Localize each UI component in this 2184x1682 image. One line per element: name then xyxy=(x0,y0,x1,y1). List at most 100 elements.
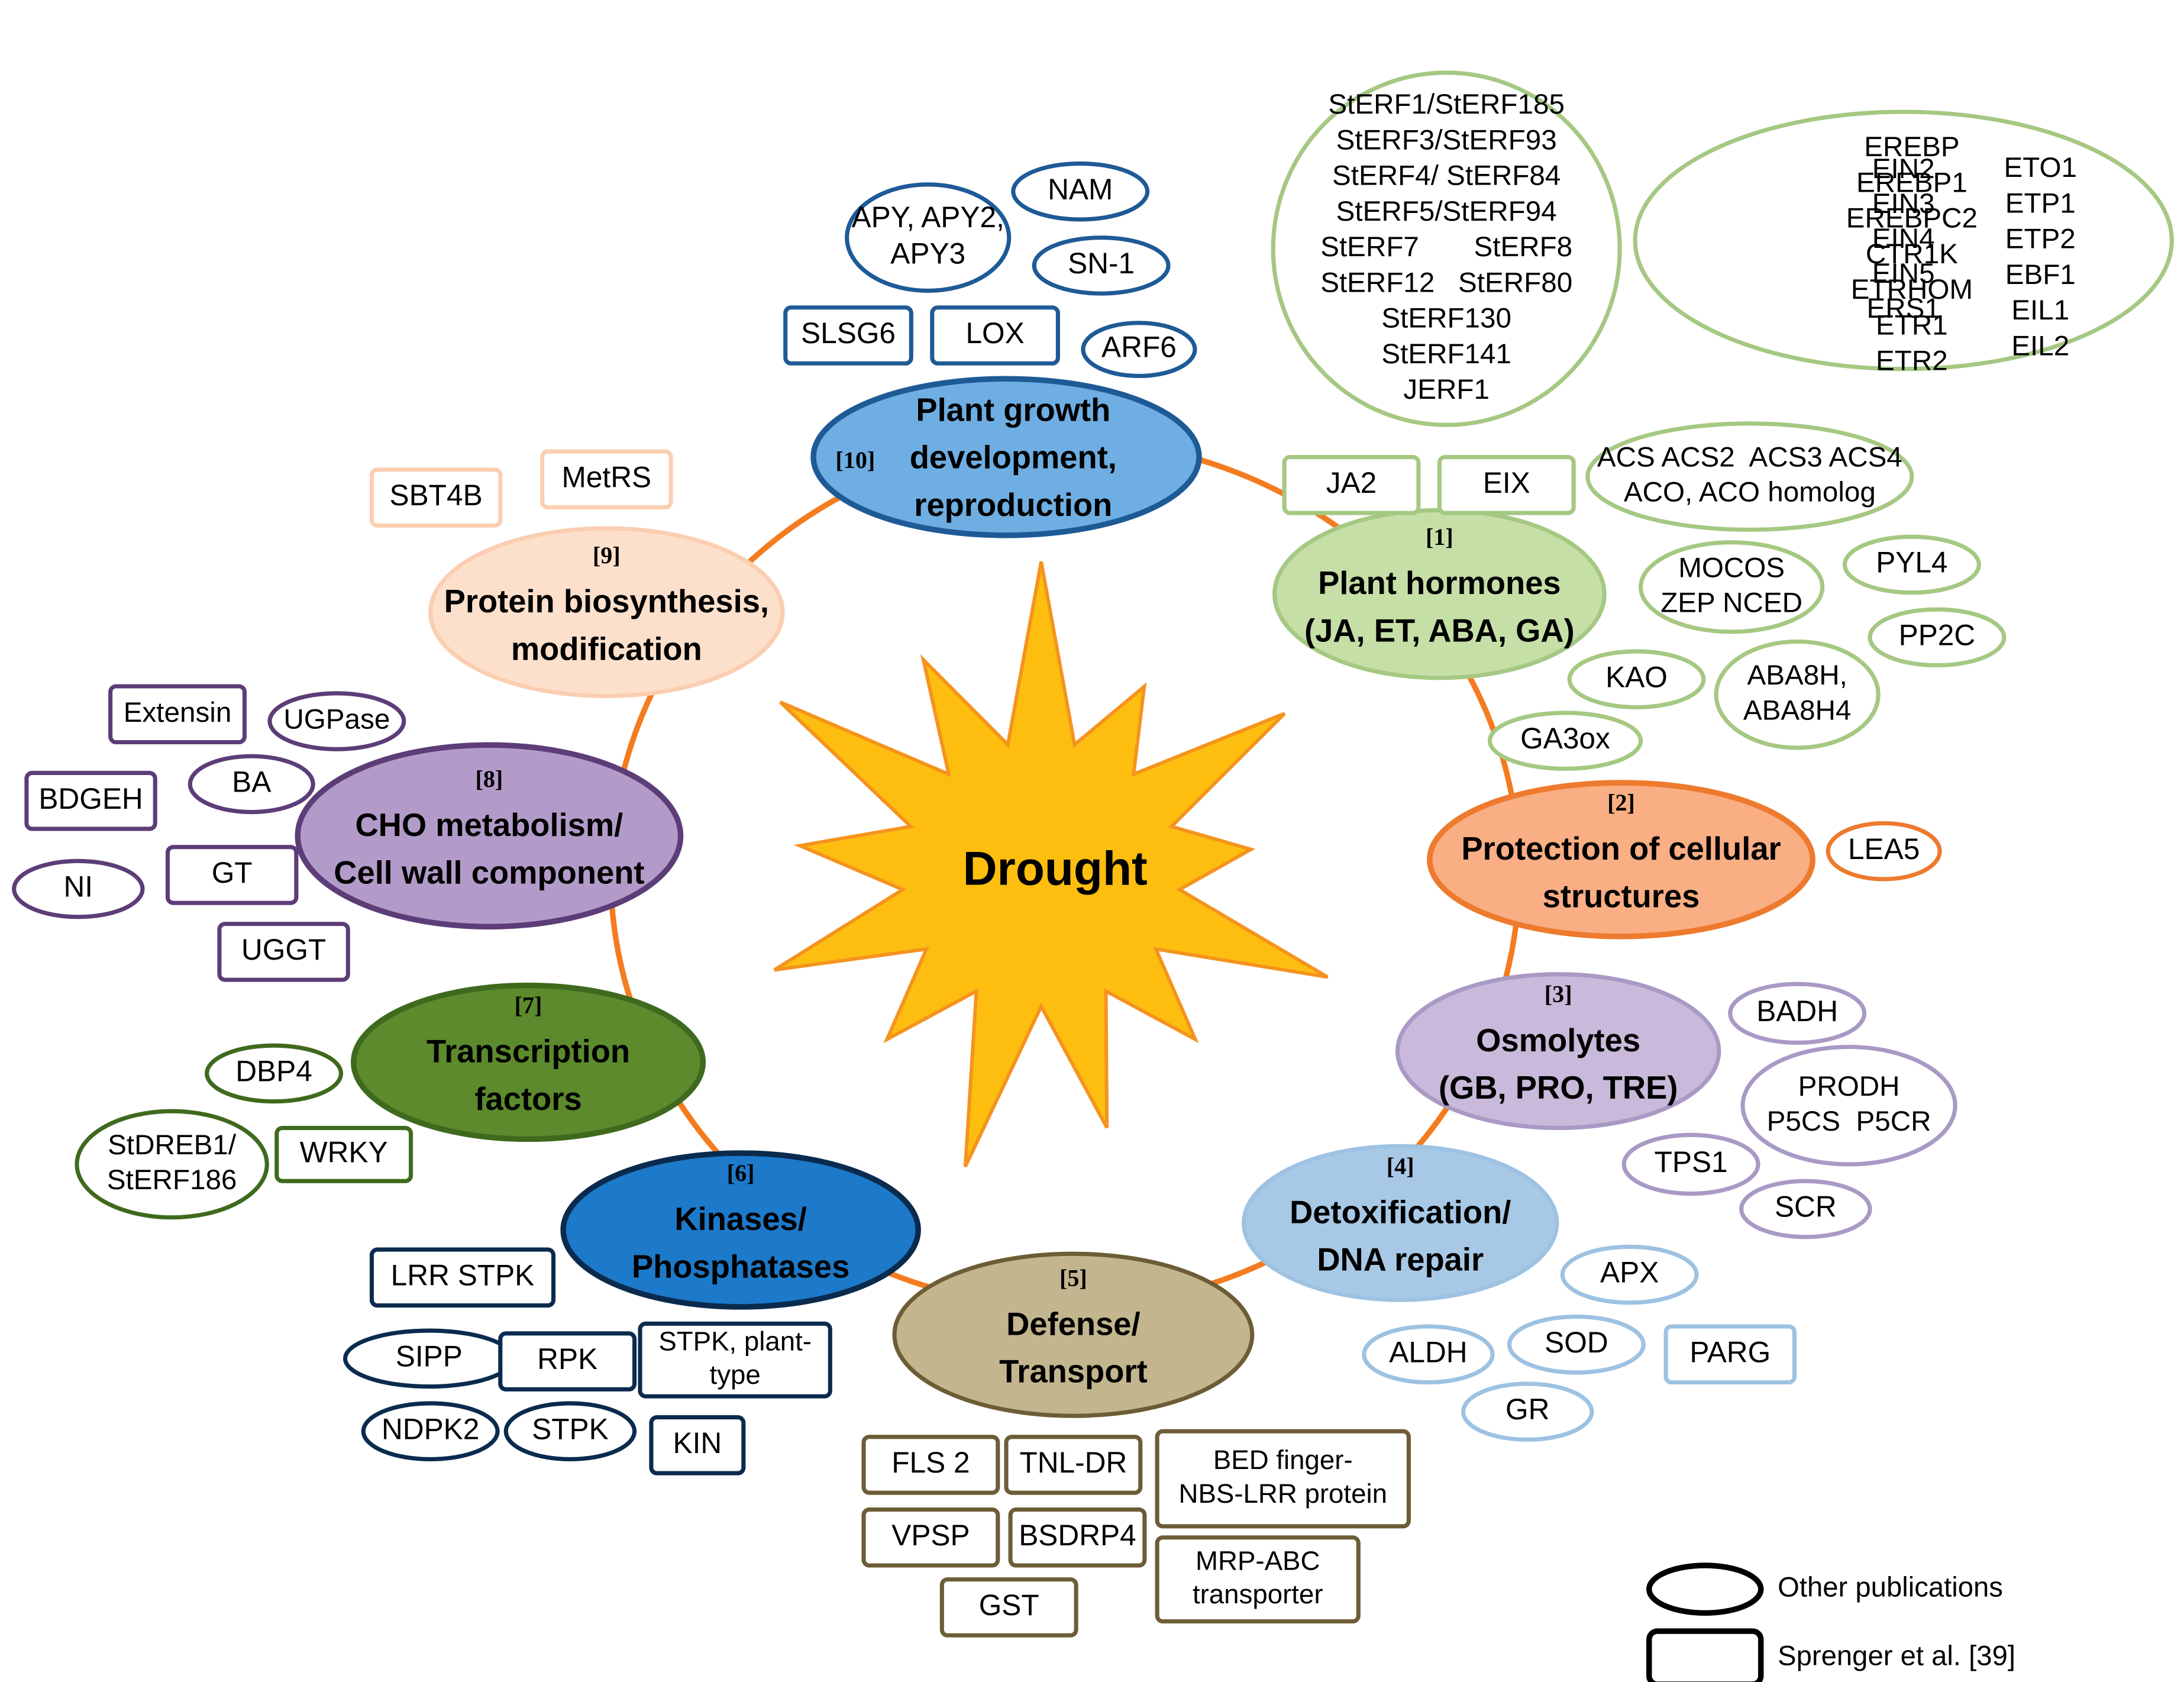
node-text-line: LOX xyxy=(965,317,1024,350)
gene-arf6: ARF6 xyxy=(1081,321,1197,379)
gene-ellipse xyxy=(503,1401,637,1461)
node-text-line: development, xyxy=(910,440,1117,476)
gene-ba: BA xyxy=(188,754,315,815)
gene-lrr-stpk: LRR STPK xyxy=(369,1247,556,1308)
node-text-line: StERF186 xyxy=(107,1164,237,1196)
gene-box xyxy=(930,305,1060,366)
legend-label: Sprenger et al. [39] xyxy=(1778,1640,2015,1671)
gene-uggt: UGGT xyxy=(217,922,350,982)
node-text-line: structures xyxy=(1543,878,1700,914)
node-text-line: MetRS xyxy=(562,460,652,493)
node-text-line: STPK xyxy=(532,1412,609,1445)
gene-slsg6: SLSG6 xyxy=(783,305,913,366)
gene-box xyxy=(108,684,247,745)
node-text-line: StERF3/StERF93 xyxy=(1336,124,1557,156)
node-text-line: Protection of cellular xyxy=(1461,831,1781,867)
gene-ellipse xyxy=(1487,711,1643,771)
gene-ellipse xyxy=(1081,321,1197,379)
gene-sbt4b: SBT4B xyxy=(369,467,503,528)
node-text-line: EIN3 xyxy=(1872,188,1935,219)
node-text-line: STPK, plant- xyxy=(658,1326,812,1356)
reference-number: [10] xyxy=(835,447,875,473)
node-text-line: StERF130 xyxy=(1381,303,1511,334)
gene-box xyxy=(540,449,673,510)
gene-ga3ox: GA3ox xyxy=(1487,711,1643,771)
gene-box xyxy=(939,1577,1078,1638)
node-text-line: GST xyxy=(979,1589,1039,1622)
category-bubble xyxy=(810,376,1202,538)
node-text-line: ETRHOM xyxy=(1851,274,1973,305)
node-text-line: GT xyxy=(212,856,253,889)
gene-ellipse xyxy=(1507,1314,1646,1375)
gene-tps1: TPS1 xyxy=(1621,1132,1760,1196)
node-text-line: SCR xyxy=(1775,1190,1837,1223)
gene-bed-finger: BED finger-NBS-LRR protein xyxy=(1155,1429,1411,1529)
category-detoxification: [4]Detoxification/DNA repair xyxy=(1242,1144,1559,1302)
reference-number: [9] xyxy=(593,542,621,569)
gene-eix: EIX xyxy=(1437,454,1576,515)
gene-ellipse xyxy=(361,1401,500,1461)
gene-box xyxy=(1004,1435,1143,1495)
node-text-line: EBF1 xyxy=(2005,259,2076,290)
reference-number: [4] xyxy=(1387,1152,1414,1179)
node-text-line: KIN xyxy=(673,1426,722,1460)
node-text-line: ZEP NCED xyxy=(1660,587,1802,618)
node-text-line: StERF5/StERF94 xyxy=(1336,196,1557,227)
node-text-line: SLSG6 xyxy=(801,317,896,350)
gene-stdreb1: StDREB1/StERF186 xyxy=(75,1109,269,1220)
gene-ellipse xyxy=(1728,982,1867,1045)
node-text-line: EIX xyxy=(1483,466,1530,499)
gene-tnl-dr: TNL-DR xyxy=(1004,1435,1143,1495)
node-text-line: ETR1 xyxy=(1876,309,1948,341)
node-text-line: APY3 xyxy=(890,237,965,270)
gene-ndpk2: NDPK2 xyxy=(361,1401,500,1461)
gene-vpsp: VPSP xyxy=(861,1507,1000,1568)
node-text-line: StERF141 xyxy=(1381,338,1511,370)
gene-gt: GT xyxy=(165,845,299,905)
node-text-line: MOCOS xyxy=(1678,552,1785,583)
gene-box xyxy=(369,1247,556,1308)
gene-badh: BADH xyxy=(1728,982,1867,1045)
gene-ellipse xyxy=(845,182,1012,293)
node-text-line: APY, APY2, xyxy=(852,201,1004,234)
category-protection-of-cellular: [2] Protection of cellular structures xyxy=(1427,780,1815,940)
node-text-line: CTR1K xyxy=(1866,238,1958,270)
node-text-line: PARG xyxy=(1689,1335,1771,1368)
node-text-line: PP2C xyxy=(1899,618,1976,651)
gene-pp2c: PP2C xyxy=(1868,607,2007,668)
gene-aba8h: ABA8H,ABA8H4 xyxy=(1714,639,1881,750)
gene-box xyxy=(1155,1429,1411,1529)
node-text-line: Phosphatases xyxy=(632,1249,849,1285)
gene-apx: APX xyxy=(1560,1244,1699,1305)
node-text-line: NBS-LRR protein xyxy=(1179,1478,1387,1509)
gene-ja2: JA2 xyxy=(1282,454,1421,515)
legend-item-rect: Sprenger et al. [39] xyxy=(1646,1628,2015,1682)
node-text-line: type xyxy=(710,1360,761,1390)
gene-ellipse xyxy=(75,1109,269,1220)
node-text-line: Osmolytes xyxy=(1476,1022,1640,1058)
reference-number: [2] xyxy=(1607,789,1635,816)
gene-parg: PARG xyxy=(1663,1324,1797,1385)
legend-label: Other publications xyxy=(1778,1572,2003,1603)
gene-box xyxy=(498,1331,637,1392)
node-text-line: PYL4 xyxy=(1876,546,1947,579)
node-text-line: BDGEH xyxy=(38,782,143,815)
node-text-line: reproduction xyxy=(914,487,1112,523)
category-osmolytes: [3]Osmolytes(GB, PRO, TRE) xyxy=(1395,972,1721,1131)
gene-ellipse xyxy=(1271,70,1622,427)
node-text-line: KAO xyxy=(1605,660,1668,693)
gene-ellipse xyxy=(1362,1324,1495,1385)
node-text-line: BADH xyxy=(1756,995,1838,1028)
node-text-line: UGGT xyxy=(241,933,326,966)
node-text-line: EIN2 xyxy=(1872,153,1935,185)
gene-box xyxy=(274,1125,413,1183)
node-text-line: Transcription xyxy=(427,1034,630,1070)
gene-kao: KAO xyxy=(1567,649,1706,709)
node-text-line: SBT4B xyxy=(390,479,483,512)
node-text-line: ACO, ACO homolog xyxy=(1624,477,1876,508)
drought-star xyxy=(773,561,1329,1168)
node-text-line: JERF1 xyxy=(1403,374,1490,405)
